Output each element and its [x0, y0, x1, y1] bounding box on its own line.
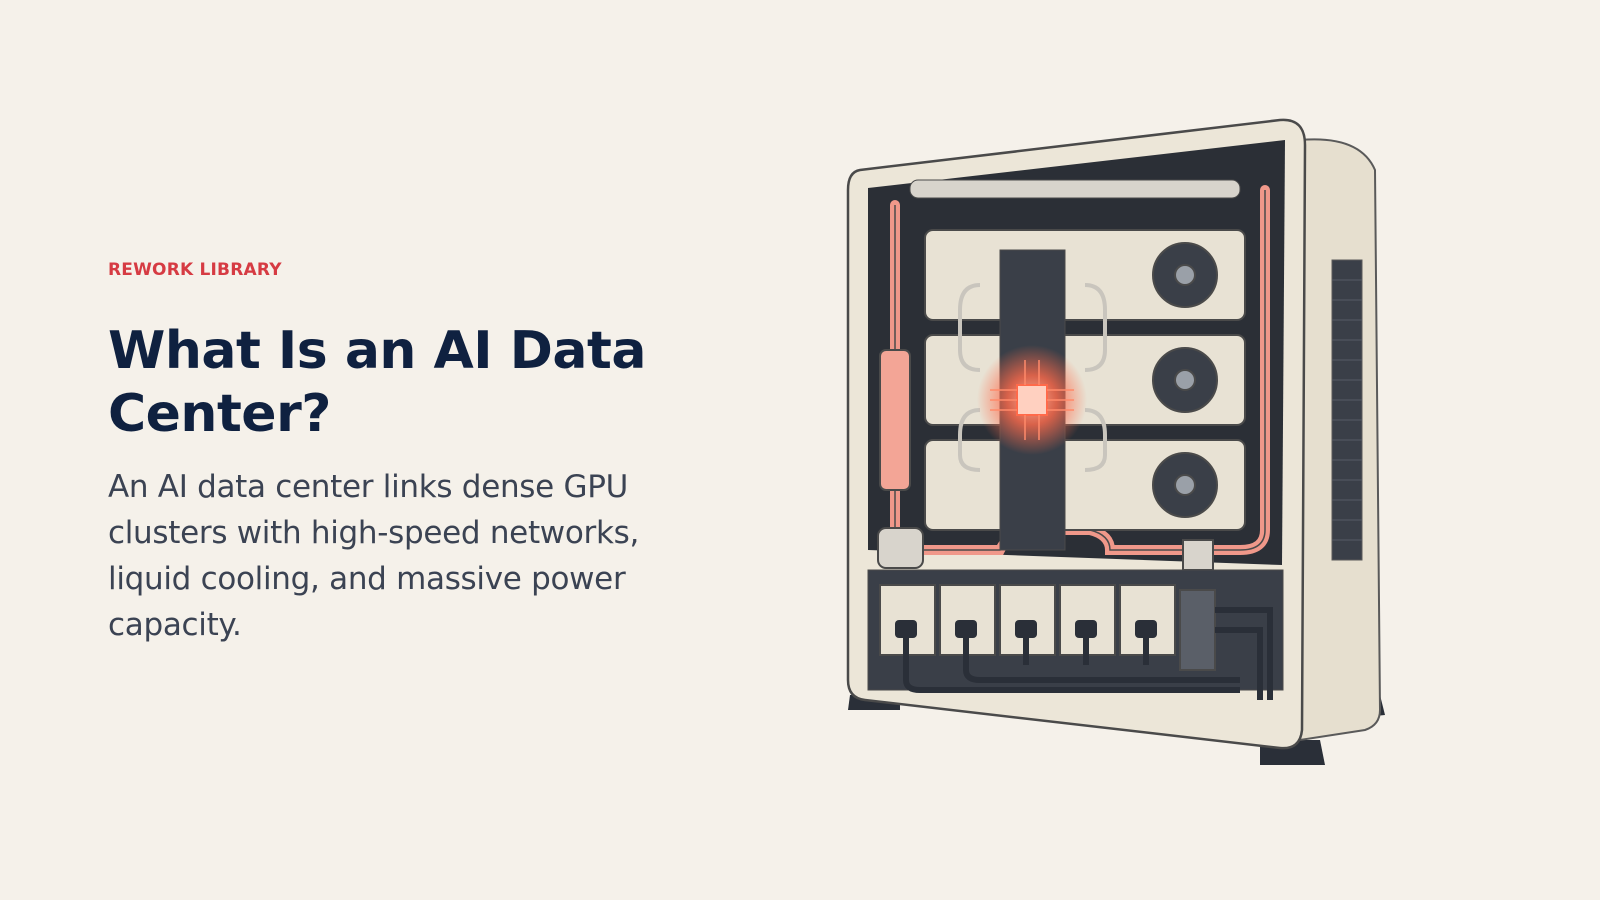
eyebrow-label: REWORK LIBRARY	[108, 260, 282, 280]
page-description: An AI data center links dense GPU cluste…	[108, 469, 640, 643]
gpu-server-rack-icon	[840, 110, 1420, 790]
hero-text: REWORK LIBRARY What Is an AI Data Center…	[108, 258, 688, 648]
page-title: What Is an AI Data Center?	[108, 321, 646, 444]
